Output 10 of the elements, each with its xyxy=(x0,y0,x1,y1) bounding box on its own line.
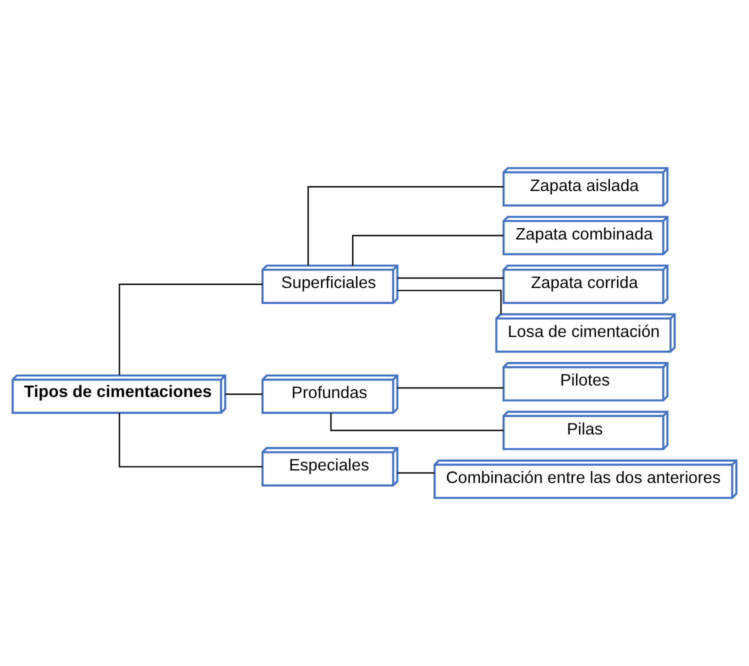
connector xyxy=(330,413,504,432)
connector xyxy=(352,234,504,266)
connector xyxy=(397,472,435,474)
connector xyxy=(398,290,502,314)
connector xyxy=(397,277,504,279)
connector xyxy=(118,284,262,376)
connector xyxy=(307,186,504,266)
connector xyxy=(118,412,262,468)
connector xyxy=(397,387,504,389)
connector xyxy=(225,394,262,395)
